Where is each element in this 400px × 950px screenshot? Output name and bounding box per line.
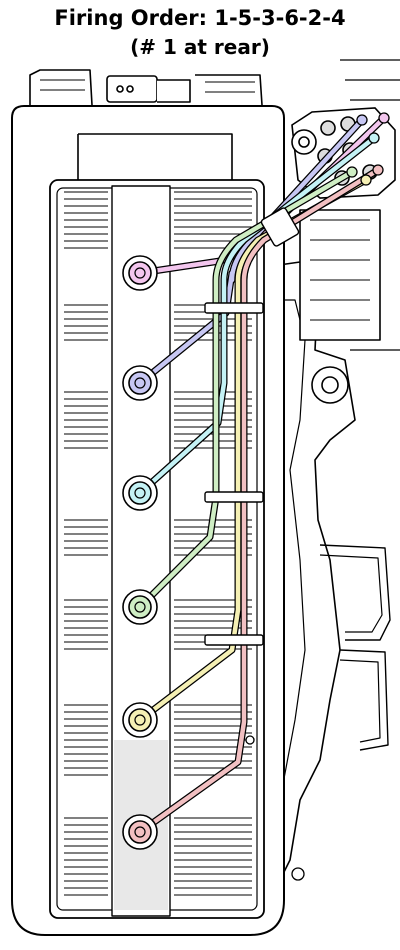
firewall-edge [340, 59, 400, 351]
coolant-pipe [319, 544, 391, 641]
cylinder-2-coil-terminal [360, 174, 372, 186]
cylinder-4-coil-terminal [368, 132, 380, 144]
cylinder-3-wire [137, 169, 355, 610]
cylinder-3-coil-terminal [346, 166, 358, 178]
cylinder-6-coil-terminal [378, 112, 390, 124]
cylinder-6-boot-tip [134, 267, 146, 279]
cylinder-3-boot-tip [134, 601, 146, 613]
wire-separators [204, 207, 300, 646]
manifold-boss [311, 366, 349, 404]
cylinder-4-boot-tip [134, 487, 146, 499]
bracket-upper [299, 209, 381, 341]
cylinder-5-wire [137, 117, 365, 386]
bolts [245, 735, 305, 881]
coolant-pipe-lower [339, 649, 389, 751]
cylinder-5-boot-tip [134, 377, 146, 389]
cylinder-2-boot-tip [134, 714, 146, 726]
spark-plug-boots [122, 255, 158, 850]
cylinder-1-boot-tip [134, 826, 146, 838]
top-hardware [29, 69, 93, 106]
diagram-title: Firing Order: 1-5-3-6-2-4 [54, 6, 346, 30]
cylinder-1-wire [137, 167, 381, 835]
cylinder-1-coil-terminal [372, 164, 384, 176]
sensor-connector [106, 75, 158, 103]
diagram-subtitle: (# 1 at rear) [130, 35, 270, 59]
cylinder-5-coil-terminal [356, 114, 368, 126]
cylinder-4-wire [137, 135, 377, 496]
